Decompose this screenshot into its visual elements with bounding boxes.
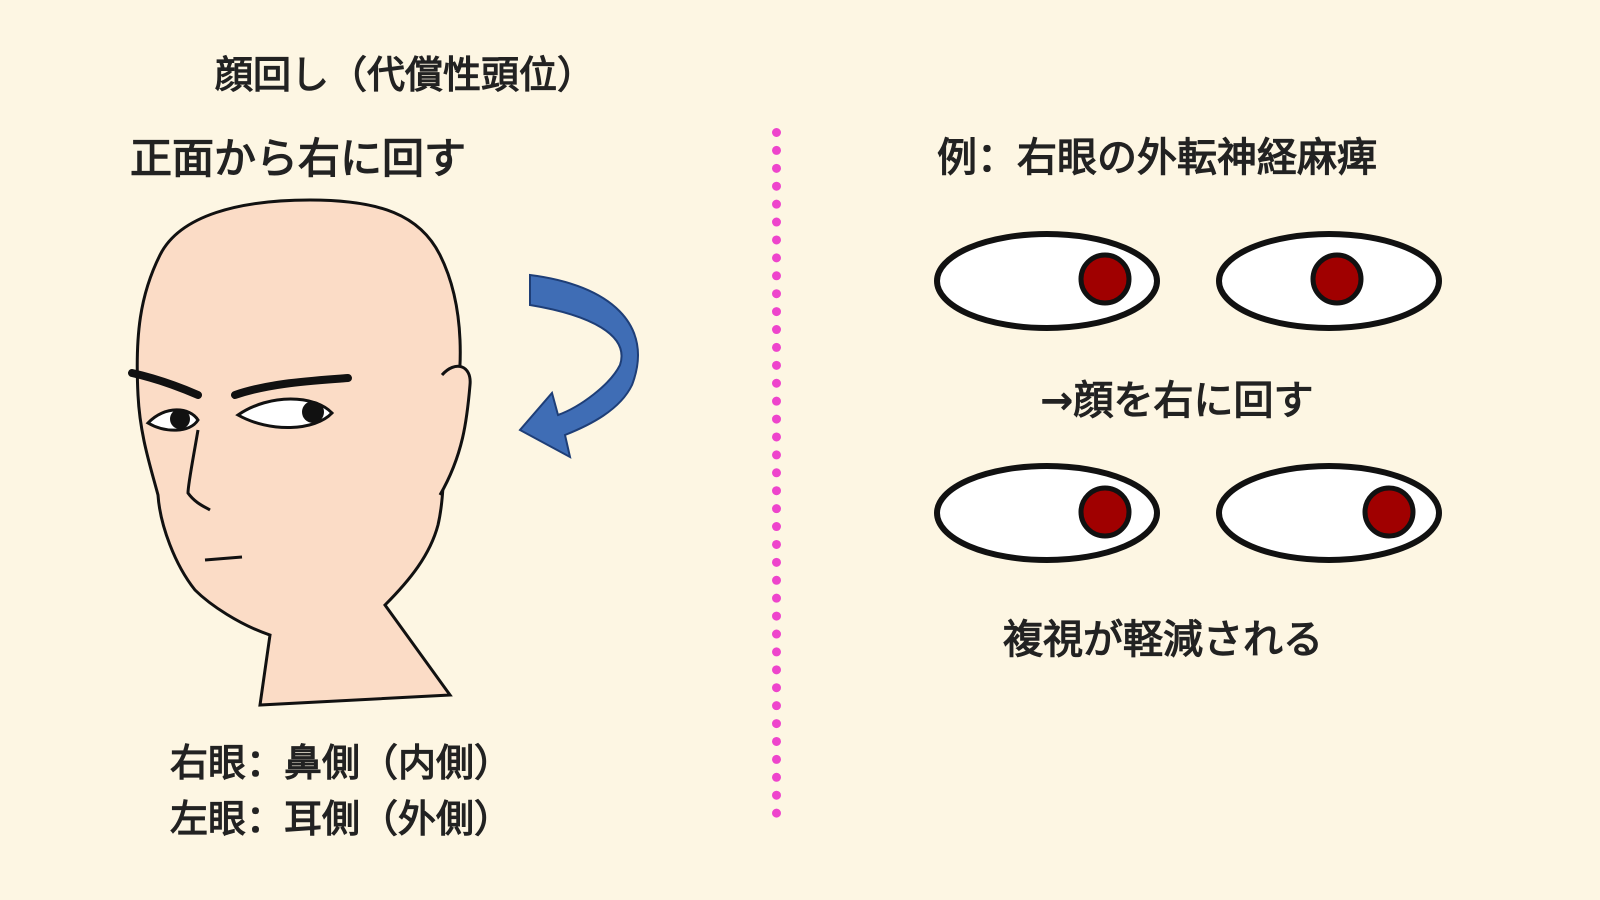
left-pupil	[170, 409, 190, 429]
eyes-before	[935, 230, 1455, 340]
dotted-divider	[772, 128, 781, 818]
step-label: →顔を右に回す	[1040, 381, 1314, 421]
arrow-body	[520, 275, 638, 457]
eye-pupil	[1313, 255, 1361, 303]
left-heading: 正面から右に回す	[130, 138, 466, 180]
eyes-after	[935, 462, 1455, 572]
page-title: 顔回し（代償性頭位）	[215, 56, 595, 94]
eye-pupil	[1365, 488, 1413, 536]
right-eye-note: 右眼：鼻側（内側）	[170, 735, 512, 791]
head-illustration	[120, 195, 540, 715]
eye-pupil	[1081, 488, 1129, 536]
right-pupil	[302, 401, 324, 423]
right-heading: 例：右眼の外転神経麻痺	[937, 138, 1377, 178]
result-label: 複視が軽減される	[1003, 620, 1323, 660]
eye-direction-notes: 右眼：鼻側（内側） 左眼：耳側（外側）	[170, 735, 512, 847]
left-eye-note: 左眼：耳側（外側）	[170, 791, 512, 847]
eye-pupil	[1081, 255, 1129, 303]
ear	[440, 366, 470, 495]
rotate-arrow-icon	[520, 275, 660, 475]
head-outline	[137, 200, 460, 705]
